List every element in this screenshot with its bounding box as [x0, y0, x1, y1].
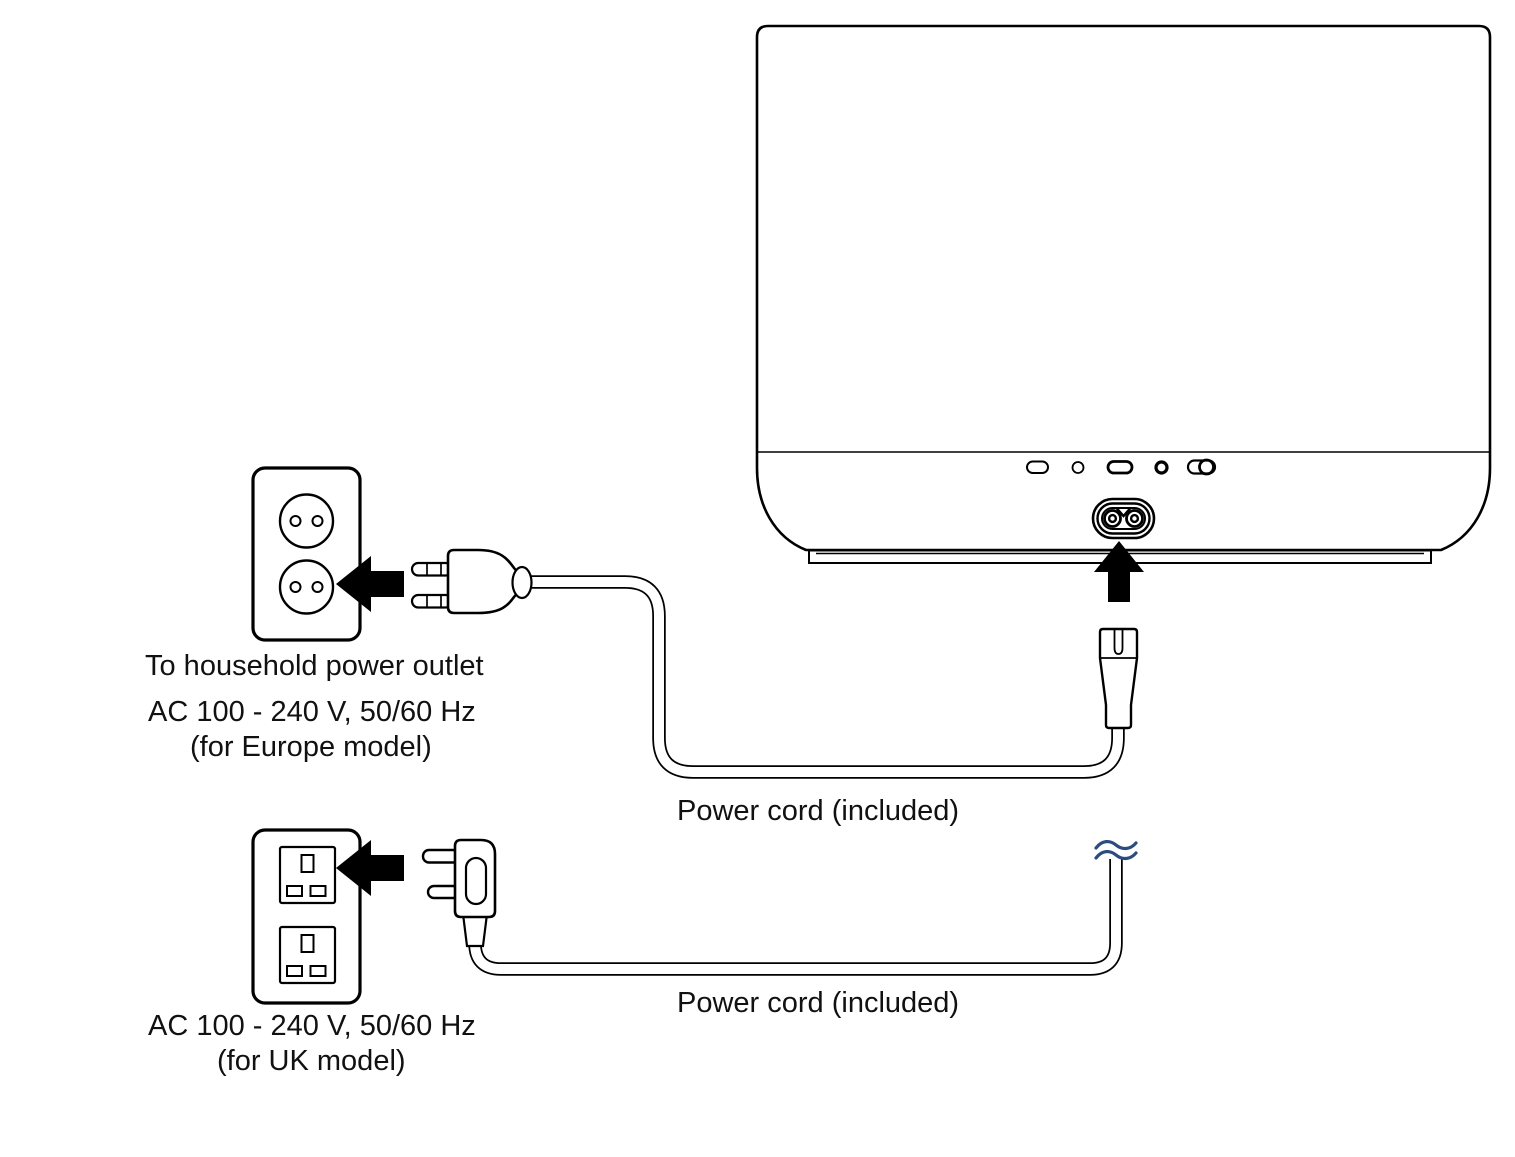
europlug: [410, 548, 533, 615]
plug-to-outlet-arrow-europe-icon: [336, 556, 404, 612]
socket-bottom: [278, 559, 335, 615]
europlug-pin-bottom: [410, 593, 454, 609]
neutral-slot: [309, 885, 327, 897]
label-europe-cord: Power cord (included): [677, 795, 960, 827]
europlug-pin-top: [410, 561, 454, 577]
inlet-pin-right: [1125, 509, 1144, 528]
earth-slot: [300, 934, 315, 953]
uk-plug-stem: [461, 912, 489, 948]
earth-slot: [300, 854, 315, 873]
uk-plug: [421, 838, 497, 948]
break-wave-top: [1094, 840, 1138, 851]
power-cord-europe: [520, 575, 1125, 779]
inlet-pin-left: [1103, 509, 1122, 528]
uk-wall-outlet: [251, 828, 362, 1005]
inlet-inner-ring: [1101, 507, 1146, 530]
socket-top-hole-left: [289, 515, 302, 527]
c7-plug: [1098, 627, 1139, 730]
rear-port-row: [1026, 458, 1217, 476]
pin: [410, 593, 454, 609]
port-jack-icon: [1154, 460, 1169, 475]
live-slot: [286, 885, 303, 897]
euro-cord-inner: [520, 577, 1123, 777]
uk-cord-outer: [468, 859, 1123, 976]
uk-cord-inner: [470, 859, 1121, 974]
plug-to-outlet-arrow-uk-icon: [336, 840, 404, 896]
inlet-pin-left-hole: [1107, 513, 1118, 524]
socket-bottom-hole-left: [289, 581, 302, 593]
port-switch-icon: [1186, 458, 1217, 476]
device-body-outline: [755, 24, 1492, 552]
insert-up-arrow-icon: [1094, 541, 1144, 602]
c7-plug-notch: [1113, 629, 1124, 655]
outlet-plate: [251, 466, 362, 642]
inlet-pin-right-hole: [1129, 513, 1140, 524]
socket-top-hole-right: [311, 515, 324, 527]
c7-plug-body: [1098, 627, 1139, 730]
socket-frame: [278, 925, 337, 985]
socket-top: [278, 493, 335, 549]
neutral-slot: [309, 965, 327, 977]
port-usb-icon: [1106, 460, 1134, 475]
label-uk-cord: Power cord (included): [677, 987, 960, 1019]
pin-sleeve-marks: [426, 563, 442, 576]
uk-plug-body: [453, 838, 497, 919]
socket-bottom-hole-right: [311, 581, 324, 593]
switch-knob: [1198, 458, 1215, 476]
inlet-outer-ring: [1091, 497, 1156, 540]
uk-plug-pin-earth: [421, 848, 461, 864]
uk-socket-bottom: [278, 925, 337, 985]
device-rear-panel: [755, 24, 1492, 564]
socket-frame: [278, 845, 337, 905]
power-cord-uk: [468, 859, 1123, 976]
inlet-mid-ring: [1096, 502, 1151, 535]
ac-inlet-c7: [1091, 497, 1156, 540]
port-hole-icon: [1071, 461, 1085, 474]
uk-plug-fuse-slot: [464, 856, 488, 906]
europlug-strain-relief: [511, 565, 533, 600]
label-outlet-note: To household power outlet: [145, 650, 484, 682]
label-uk-model: (for UK model): [217, 1045, 406, 1077]
live-slot: [286, 965, 303, 977]
euro-cord-outer: [520, 575, 1125, 779]
port-pill-icon: [1026, 460, 1049, 474]
pin: [410, 561, 454, 577]
pin-sleeve-marks: [426, 595, 442, 608]
cord-break-mark-icon: [1094, 840, 1138, 861]
inlet-notch: [1115, 507, 1132, 518]
label-europe-model: (for Europe model): [190, 731, 432, 763]
label-europe-spec: AC 100 - 240 V, 50/60 Hz: [148, 696, 476, 728]
label-uk-spec: AC 100 - 240 V, 50/60 Hz: [148, 1010, 476, 1042]
uk-socket-top: [278, 845, 337, 905]
euro-wall-outlet: [251, 466, 362, 642]
break-wave-bottom: [1094, 850, 1138, 861]
